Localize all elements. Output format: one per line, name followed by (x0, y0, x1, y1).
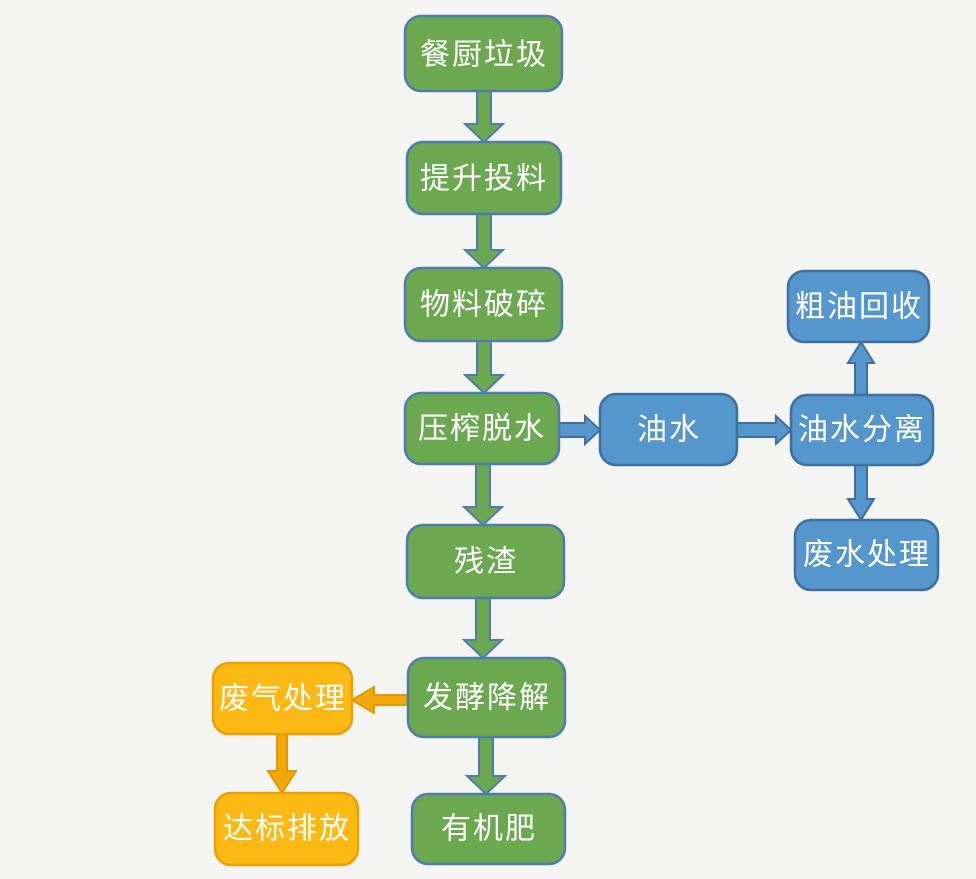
node-standard-discharge-label: 达标排放 (223, 813, 351, 846)
node-crude-oil-recovery: 粗油回收 (786, 269, 931, 344)
edge-oil-water-separation-to-wastewater-treatment (846, 464, 876, 522)
edge-press-dewatering-to-oil-water (558, 413, 602, 447)
edge-press-dewatering-to-residue (461, 463, 505, 527)
node-lifting-feeding-box (405, 140, 563, 216)
node-residue: 残渣 (405, 523, 566, 600)
node-lifting-feeding-label: 提升投料 (420, 163, 548, 196)
node-oil-water-box (598, 392, 739, 467)
node-oil-water: 油水 (598, 392, 739, 467)
node-waste-gas-treatment-box (211, 661, 354, 736)
node-material-crushing-box (403, 266, 564, 343)
node-wastewater-treatment-label: 废水处理 (803, 539, 931, 572)
node-crude-oil-recovery-label: 粗油回收 (795, 291, 923, 324)
node-residue-label: 残渣 (454, 546, 518, 579)
node-press-dewatering: 压榨脱水 (403, 391, 561, 466)
edge-waste-gas-treatment-to-standard-discharge (266, 733, 298, 795)
node-kitchen-waste-label: 餐厨垃圾 (420, 39, 548, 72)
node-press-dewatering-label: 压榨脱水 (418, 413, 546, 446)
node-waste-gas-treatment: 废气处理 (211, 661, 354, 736)
edge-fermentation-degradation-to-waste-gas-treatment (350, 685, 409, 715)
edge-fermentation-degradation-to-organic-fertilizer (464, 736, 508, 796)
node-organic-fertilizer-box (410, 792, 567, 866)
node-wastewater-treatment: 废水处理 (793, 518, 940, 592)
node-waste-gas-treatment-label: 废气处理 (219, 683, 347, 716)
node-oil-water-separation-label: 油水分离 (798, 414, 926, 447)
edge-material-crushing-to-press-dewatering (462, 340, 506, 395)
node-oil-water-separation: 油水分离 (789, 393, 935, 467)
edge-lifting-feeding-to-material-crushing (462, 213, 506, 270)
node-standard-discharge-box (213, 791, 360, 867)
node-kitchen-waste: 餐厨垃圾 (403, 14, 564, 93)
edge-kitchen-waste-to-lifting-feeding (462, 90, 506, 144)
node-press-dewatering-box (403, 391, 561, 466)
node-oil-water-separation-box (789, 393, 935, 467)
node-organic-fertilizer-label: 有机肥 (441, 813, 537, 846)
node-fermentation-degradation-label: 发酵降解 (423, 682, 551, 715)
node-kitchen-waste-box (403, 14, 564, 93)
node-material-crushing-label: 物料破碎 (420, 289, 548, 322)
node-material-crushing: 物料破碎 (403, 266, 564, 343)
node-oil-water-label: 油水 (637, 414, 701, 447)
node-crude-oil-recovery-box (786, 269, 931, 344)
edge-oil-water-separation-to-crude-oil-recovery (846, 340, 876, 396)
node-residue-box (405, 523, 566, 600)
edge-residue-to-fermentation-degradation (461, 597, 505, 660)
node-organic-fertilizer: 有机肥 (410, 792, 567, 866)
node-lifting-feeding: 提升投料 (405, 140, 563, 216)
node-fermentation-degradation-box (406, 656, 567, 739)
node-fermentation-degradation: 发酵降解 (406, 656, 567, 739)
edge-oil-water-to-oil-water-separation (736, 413, 793, 447)
node-standard-discharge: 达标排放 (213, 791, 360, 867)
node-wastewater-treatment-box (793, 518, 940, 592)
